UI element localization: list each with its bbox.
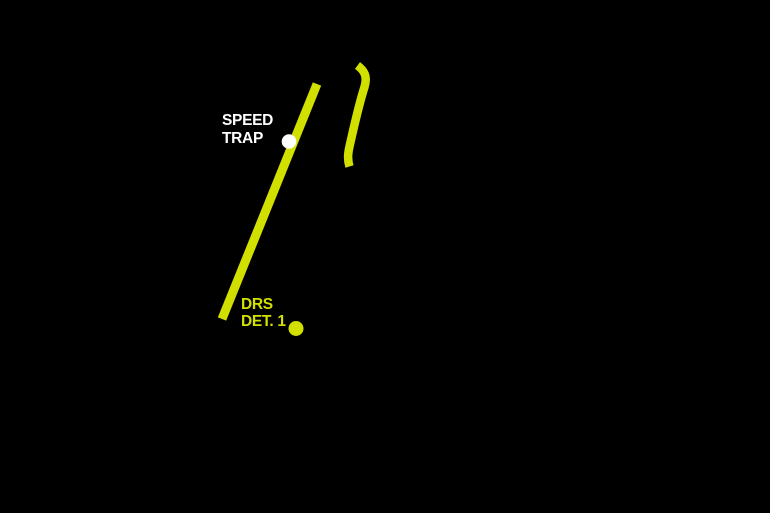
speed-trap-label-line1: SPEED	[222, 112, 274, 129]
speed-trap-label-line2: TRAP	[222, 130, 263, 147]
drs-detection-dot	[288, 321, 304, 336]
speed-trap-dot	[281, 134, 297, 149]
drs-detection-label-line1: DRS	[241, 296, 273, 313]
drs-zone-curved-segment	[343, 62, 370, 168]
drs-detection-label: DRS DET. 1	[241, 296, 286, 330]
drs-detection-label-line2: DET. 1	[241, 312, 286, 330]
drs-zone-straight-segment	[217, 82, 322, 321]
speed-trap-label: SPEED TRAP	[222, 112, 273, 148]
